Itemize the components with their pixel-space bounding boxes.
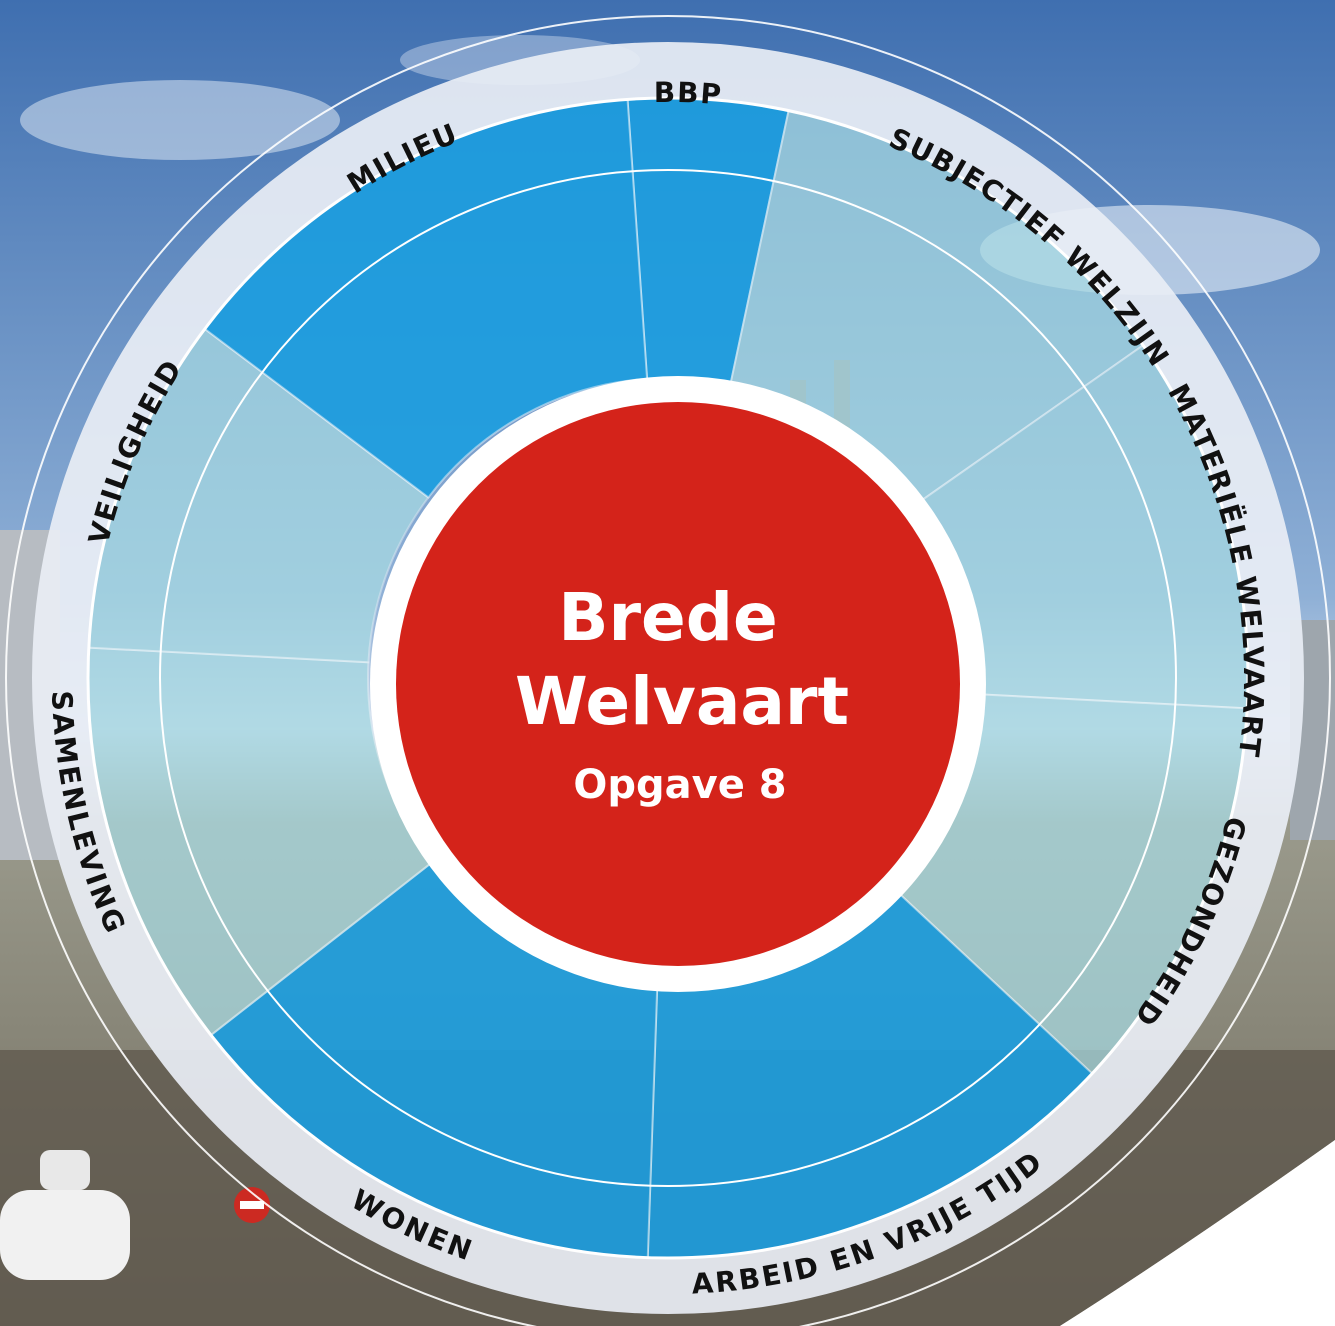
center-title-line1: Brede: [558, 579, 778, 656]
center-subtitle: Opgave 8: [573, 762, 786, 808]
inner-thin-ring: [159, 169, 1177, 1187]
center-title-line2: Welvaart: [515, 663, 849, 740]
outer-thin-ring: [5, 15, 1331, 1326]
label-bbp: BBP: [654, 76, 724, 111]
center-disc: [396, 402, 960, 966]
label-text-bbp: BBP: [654, 76, 722, 111]
label-ring: [32, 42, 1304, 1314]
page-corner: [1060, 1140, 1335, 1326]
inner-thin-ring-outer: [86, 96, 1250, 1260]
